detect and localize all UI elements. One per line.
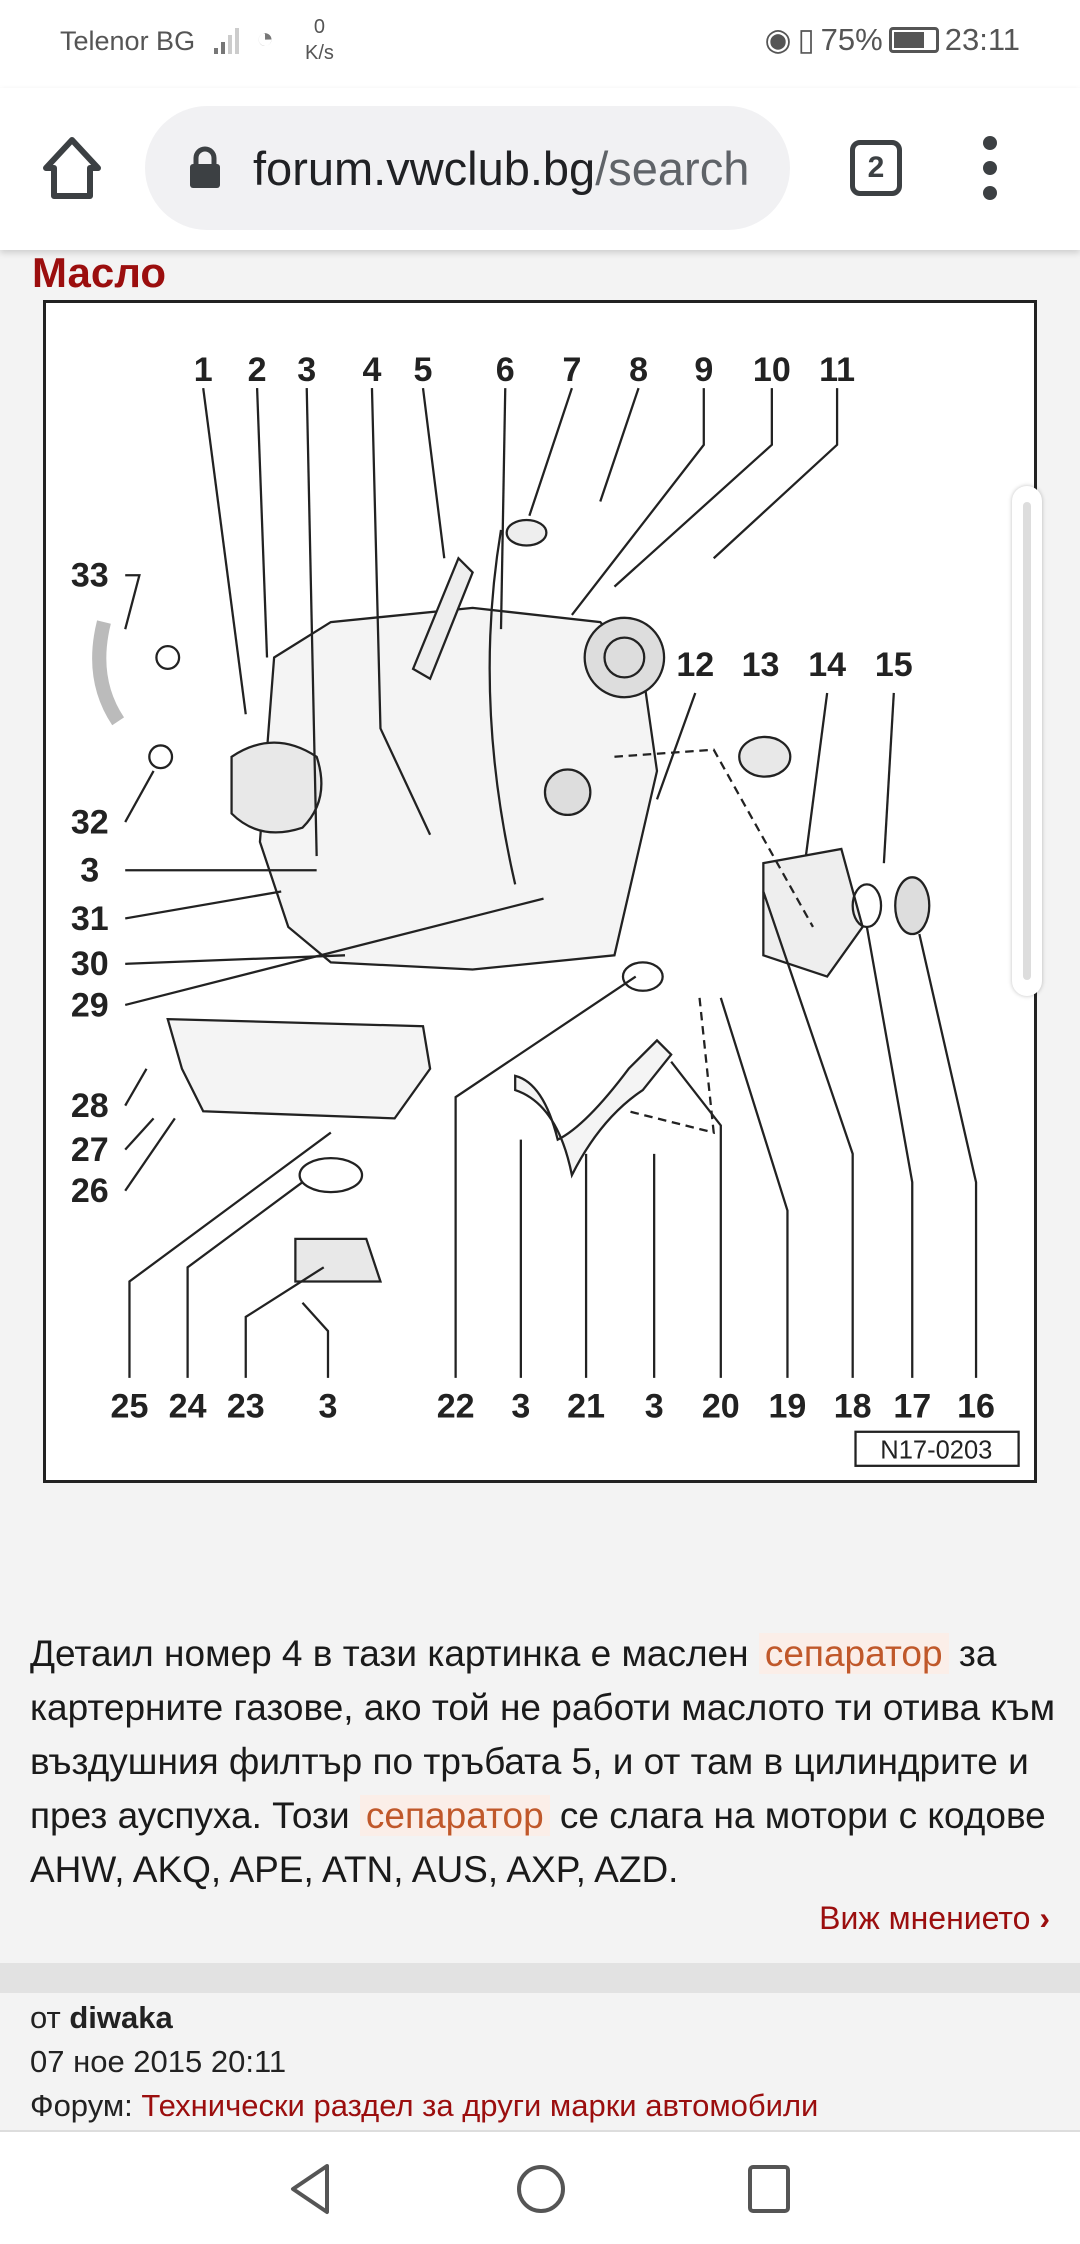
address-bar[interactable]: forum.vwclub.bg/search (145, 106, 790, 230)
section-heading: Масло (32, 249, 166, 296)
lock-icon (190, 146, 220, 188)
url-domain: forum.vwclub.bg (253, 141, 596, 195)
home-nav-icon[interactable] (515, 2162, 567, 2216)
part-label: 11 (819, 351, 855, 389)
result-divider (0, 1963, 1080, 1993)
from-label: от (30, 2000, 70, 2035)
part-label: 3 (319, 1388, 338, 1426)
overflow-menu-icon[interactable] (980, 136, 1000, 200)
part-label: 8 (629, 351, 648, 389)
forum-link[interactable]: Технически раздел за други марки автомоб… (141, 2088, 819, 2123)
clock: 23:11 (944, 22, 1020, 57)
part-label: 18 (834, 1388, 872, 1426)
part-label: 10 (753, 351, 791, 389)
post-date: 07 ное 2015 20:11 (30, 2044, 287, 2079)
part-label: 15 (875, 646, 913, 684)
part-label: 2 (248, 351, 267, 389)
part-label: 33 (71, 557, 109, 595)
author-link[interactable]: diwaka (69, 2000, 173, 2035)
search-highlight: сепаратор (758, 1633, 949, 1674)
back-icon[interactable] (285, 2162, 335, 2216)
forum-label: Форум: (30, 2088, 142, 2123)
system-nav-bar (0, 2130, 1080, 2244)
battery-icon (888, 27, 939, 53)
post-text: Детаил номер 4 в тази картинка е маслен … (30, 1627, 1060, 1897)
part-label: 28 (71, 1087, 109, 1125)
carrier: Telenor BG (60, 26, 196, 56)
engine-oil-diagram: 1 2 3 4 5 6 7 8 9 10 11 33 32 3 31 30 29… (43, 300, 1037, 1483)
recents-icon[interactable] (746, 2162, 792, 2216)
part-label: 31 (71, 900, 109, 938)
part-label: 6 (496, 351, 515, 389)
part-label: 4 (362, 351, 381, 389)
post-text-part: се слага на мотори с кодове AHW, AKQ, AP… (30, 1795, 1046, 1890)
part-label: 3 (645, 1388, 664, 1426)
part-label: 1 (194, 351, 213, 389)
part-label: 16 (957, 1388, 995, 1426)
vibrate-icon: ▯ (797, 22, 815, 57)
url-path: /search (595, 141, 750, 195)
search-highlight: сепаратор (359, 1795, 550, 1836)
browser-toolbar: forum.vwclub.bg/search 2 (0, 88, 1080, 250)
part-label: 21 (567, 1388, 605, 1426)
part-label: 12 (676, 646, 714, 684)
part-label: 17 (893, 1388, 931, 1426)
part-label: 25 (111, 1388, 149, 1426)
part-label: 19 (769, 1388, 807, 1426)
part-label: 24 (169, 1388, 207, 1426)
part-label: 32 (71, 803, 109, 841)
view-post-link[interactable]: Виж мнението › (819, 1900, 1050, 1937)
view-post-label: Виж мнението (819, 1900, 1031, 1936)
image-scrollbar[interactable] (1012, 486, 1042, 996)
home-icon[interactable] (42, 136, 102, 200)
part-label: 3 (297, 351, 316, 389)
post-text-part: за картерните газове, ако той не работи … (30, 1633, 1056, 1836)
tab-switcher-button[interactable]: 2 (850, 140, 902, 196)
part-label: 26 (71, 1172, 109, 1210)
part-label: 20 (702, 1388, 740, 1426)
part-label: 5 (414, 351, 433, 389)
part-label: 23 (227, 1388, 265, 1426)
part-label: 22 (437, 1388, 475, 1426)
part-label: 3 (80, 852, 99, 890)
diagram-drawing: 1 2 3 4 5 6 7 8 9 10 11 33 32 3 31 30 29… (71, 351, 1020, 1467)
part-label: 3 (511, 1388, 530, 1426)
eye-icon: ◉ (764, 22, 792, 57)
part-label: 30 (71, 945, 109, 983)
part-label: 27 (71, 1131, 109, 1169)
diagram-code: N17-0203 (880, 1437, 992, 1465)
part-label: 29 (71, 986, 109, 1024)
part-label: 7 (562, 351, 581, 389)
part-label: 9 (694, 351, 713, 389)
speed-value: 0 (313, 16, 326, 38)
chevron-right-icon: › (1039, 1900, 1050, 1936)
post-text-part: Детаил номер 4 в тази картинка е маслен (30, 1633, 759, 1674)
battery-percent: 75% (820, 22, 883, 57)
signal-icon (214, 28, 239, 54)
next-result: от diwaka 07 ное 2015 20:11 Форум: Техни… (30, 1996, 818, 2128)
wifi-icon: ◔ (256, 22, 275, 55)
part-label: 13 (742, 646, 780, 684)
speed-unit: K/s (305, 42, 334, 64)
part-label: 14 (808, 646, 846, 684)
